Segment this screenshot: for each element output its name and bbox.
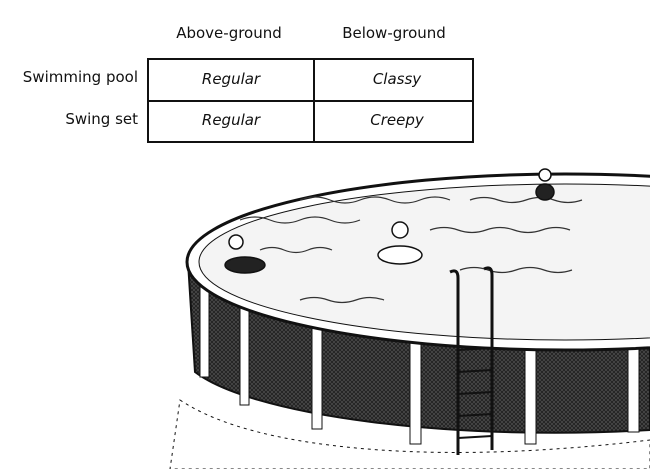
pool-water — [198, 183, 650, 341]
comparison-table: Regular Classy Regular Creepy — [147, 58, 474, 143]
cell-swing-below: Creepy — [370, 111, 424, 129]
table-divider — [149, 100, 472, 102]
cell-swing-above: Regular — [201, 111, 261, 129]
column-header-above-ground: Above-ground — [176, 24, 282, 42]
column-header-below-ground: Below-ground — [342, 24, 446, 42]
pool-ladder — [449, 266, 494, 455]
cell-pool-above: Regular — [201, 70, 261, 88]
swimmers — [224, 168, 555, 274]
row-label-swing-set: Swing set — [65, 110, 138, 128]
row-label-swimming-pool: Swimming pool — [22, 68, 138, 86]
water-ripples — [239, 196, 583, 304]
grass — [169, 399, 650, 469]
cell-pool-below: Classy — [372, 70, 422, 88]
